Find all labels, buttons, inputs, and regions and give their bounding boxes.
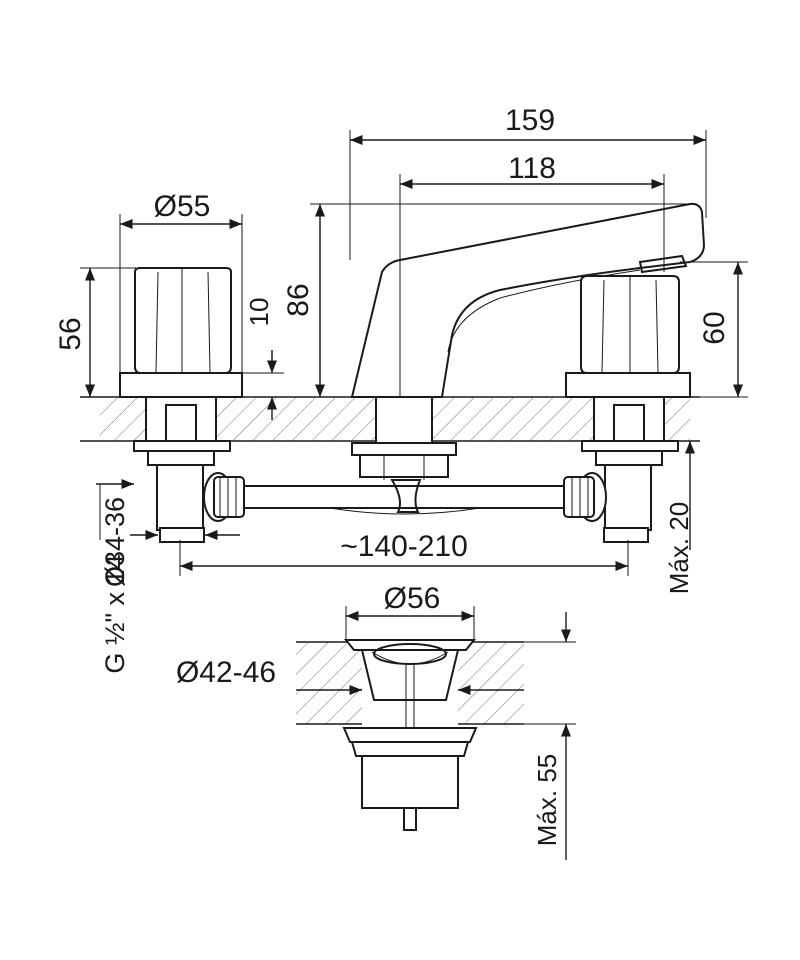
dim-hole-diameter: Ø34-36 [100,497,130,587]
dim-spout-reach: 118 [508,152,556,185]
dim-handle-height: 56 [54,317,87,350]
left-handle [119,267,245,543]
dim-handle-diameter: Ø55 [154,190,211,223]
right-handle [563,275,691,543]
dim-thread: G ½" x 14 [100,554,130,673]
dim-drain-diameter: Ø56 [384,582,441,615]
dim-spout-height: 86 [282,283,315,316]
dim-max-drain: Máx. 55 [532,754,562,847]
dim-deck-thickness: 10 [244,298,274,327]
dim-right-handle-height: 60 [698,311,731,344]
dimension-lines [80,130,748,860]
dim-max-deck: Máx. 20 [664,502,694,595]
dim-drain-hole: Ø42-46 [176,656,276,689]
connector-hose [244,485,564,515]
dim-centers: ~140-210 [340,530,468,563]
dim-overall-length: 159 [505,104,555,137]
drain-section [296,630,524,831]
